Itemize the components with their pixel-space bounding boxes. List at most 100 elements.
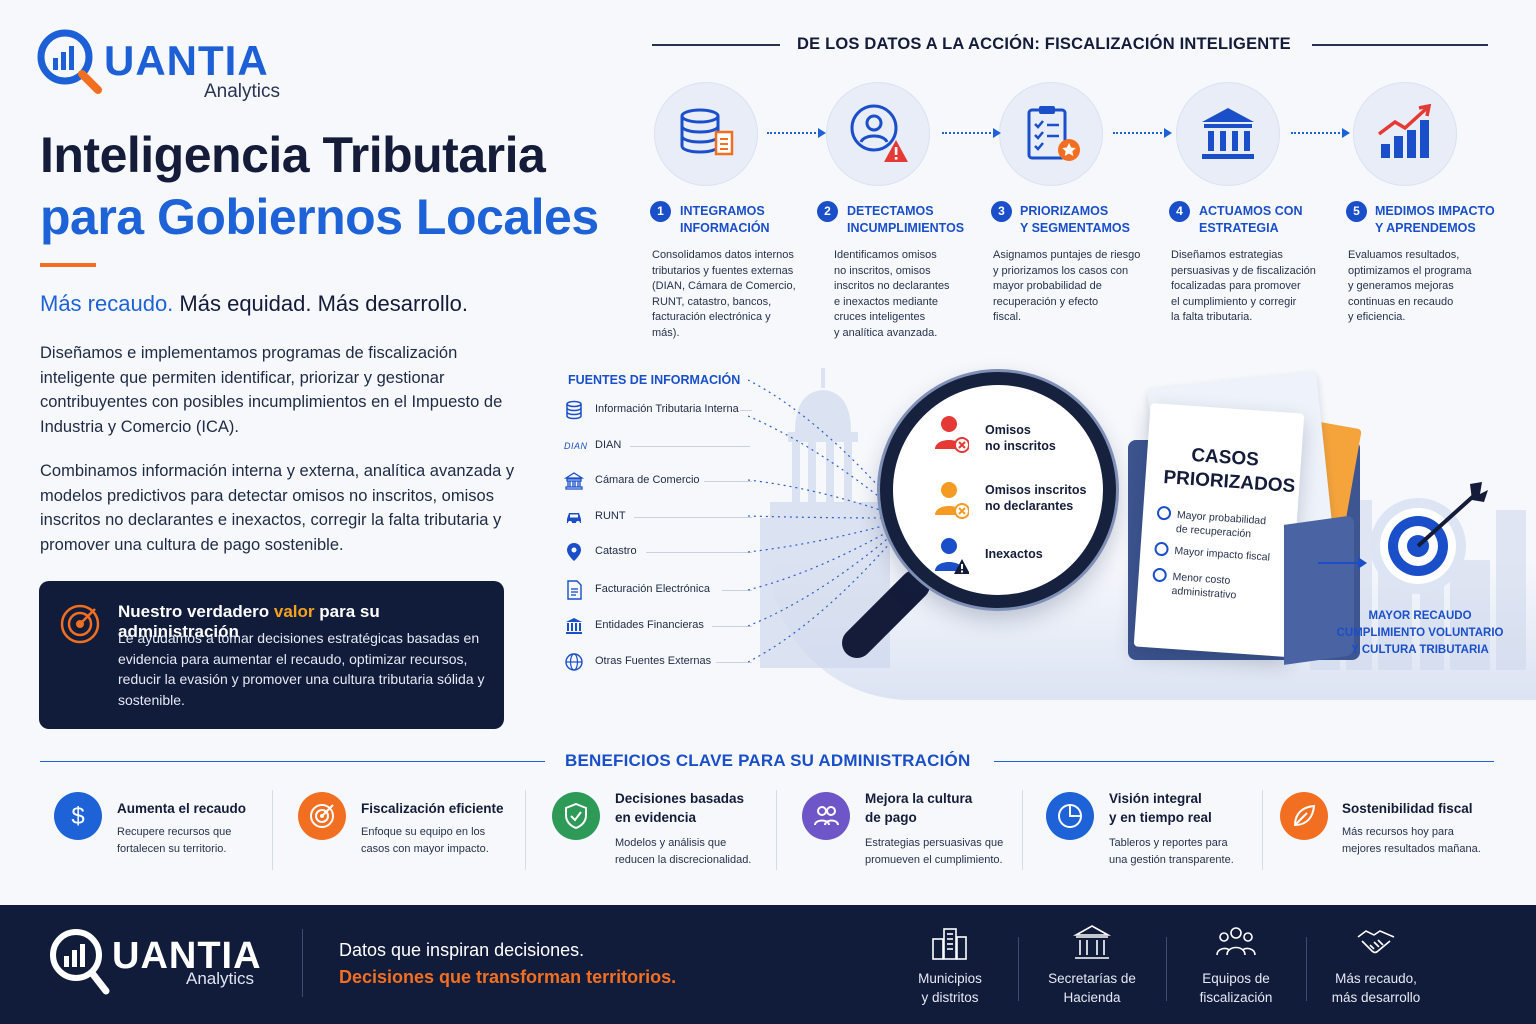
- benefit-1-title: Aumenta el recaudo: [117, 801, 247, 816]
- tagline-accent: Más recaudo.: [40, 291, 174, 316]
- brand-sub: Analytics: [204, 81, 281, 102]
- database-icon: [566, 400, 582, 420]
- detection-item-3: Inexactos: [985, 547, 1043, 561]
- target-arrow-icon: [1370, 482, 1488, 594]
- bank-icon: [566, 618, 582, 634]
- hero-paragraph-2: Combinamos información interna y externa…: [40, 462, 515, 554]
- footer-item-4: Más recaudo,más desarrollo: [1331, 971, 1421, 1005]
- orange-user-x-icon: [935, 482, 969, 519]
- city-icon: [932, 928, 967, 960]
- globe-icon: [565, 653, 583, 671]
- process-title-rule-left: [652, 44, 780, 46]
- user-alert-icon: [850, 104, 908, 162]
- title-accent-rule: [40, 263, 96, 267]
- dollar-icon: $: [71, 803, 84, 829]
- team-icon: [1216, 927, 1256, 956]
- benefit-6-title: Sostenibilidad fiscal: [1342, 801, 1473, 816]
- government-building-icon: [1072, 925, 1112, 959]
- people-icon: [814, 806, 839, 826]
- step-4-number: 4: [1169, 201, 1190, 222]
- map-pin-icon: [567, 543, 581, 561]
- footer-slogan-2: Decisiones que transforman territorios.: [339, 967, 677, 987]
- dian-logo-icon: DIAN: [564, 441, 588, 451]
- step-arrow-4: [1291, 128, 1350, 138]
- database-icon: [680, 108, 734, 156]
- checklist-icon: [1027, 106, 1080, 161]
- footer-brand-name: UANTIA: [112, 935, 262, 977]
- step-3-number: 3: [991, 201, 1012, 222]
- value-box-title: Nuestro verdadero valor para su administ…: [118, 602, 380, 641]
- shield-check-icon: [565, 803, 587, 829]
- growth-chart-icon: [1377, 104, 1432, 158]
- benefit-5-icon-circle: [1046, 792, 1094, 840]
- benefits-title: BENEFICIOS CLAVE PARA SU ADMINISTRACIÓN: [565, 751, 971, 770]
- blue-user-warning-icon: [935, 538, 969, 574]
- process-title: DE LOS DATOS A LA ACCIÓN: FISCALIZACIÓN …: [797, 35, 1291, 53]
- footer: UANTIA Analytics Datos que inspiran deci…: [0, 905, 1536, 1024]
- benefit-3-icon-circle: [552, 792, 600, 840]
- handshake-icon: [1357, 930, 1395, 954]
- step-3-circle: [999, 82, 1103, 186]
- leaf-icon: [1293, 804, 1316, 827]
- target-icon: [60, 604, 100, 644]
- step-arrow-3: [1113, 128, 1172, 138]
- benefits-rule-left: [40, 761, 545, 762]
- target-icon: [310, 804, 334, 828]
- benefit-6-icon-circle: [1280, 792, 1328, 840]
- benefits-rule-right: [994, 761, 1494, 762]
- value-box: Nuestro verdadero valor para su administ…: [39, 581, 504, 729]
- source-connector-lines: [748, 379, 899, 663]
- brand-name: UANTIA: [104, 37, 269, 84]
- svg-text:$: $: [71, 803, 84, 829]
- pie-chart-icon: [1058, 804, 1082, 828]
- step-5-circle: [1353, 82, 1457, 186]
- step-2-circle: [826, 82, 930, 186]
- process-title-rule-right: [1312, 44, 1488, 46]
- hero-paragraph-1: Diseñamos e implementamos programas de f…: [40, 344, 503, 436]
- magnifier-logo-icon: [37, 29, 102, 94]
- tagline: Más recaudo. Más equidad. Más desarrollo…: [40, 291, 468, 317]
- benefit-2-title: Fiscalización eficiente: [361, 801, 504, 816]
- step-1-number: 1: [650, 201, 671, 222]
- brand-logo: UANTIA Analytics: [36, 26, 296, 116]
- invoice-icon: [567, 580, 582, 600]
- outcome-arrow: [1318, 562, 1360, 564]
- tagline-rest: Más equidad. Más desarrollo.: [173, 291, 468, 316]
- step-1-circle: [654, 82, 758, 186]
- red-user-x-icon: [935, 416, 969, 453]
- step-arrow-1: [767, 128, 826, 138]
- footer-brand-sub: Analytics: [186, 969, 255, 988]
- outcome-arrow-head: [1358, 557, 1367, 569]
- government-building-icon: [1202, 108, 1254, 159]
- step-5-desc: Evaluamos resultados,optimizamos el prog…: [1348, 249, 1472, 323]
- building-icon: [564, 472, 584, 490]
- hero-title-line2: para Gobiernos Locales: [40, 189, 599, 245]
- check-circle-icon: [1152, 567, 1168, 583]
